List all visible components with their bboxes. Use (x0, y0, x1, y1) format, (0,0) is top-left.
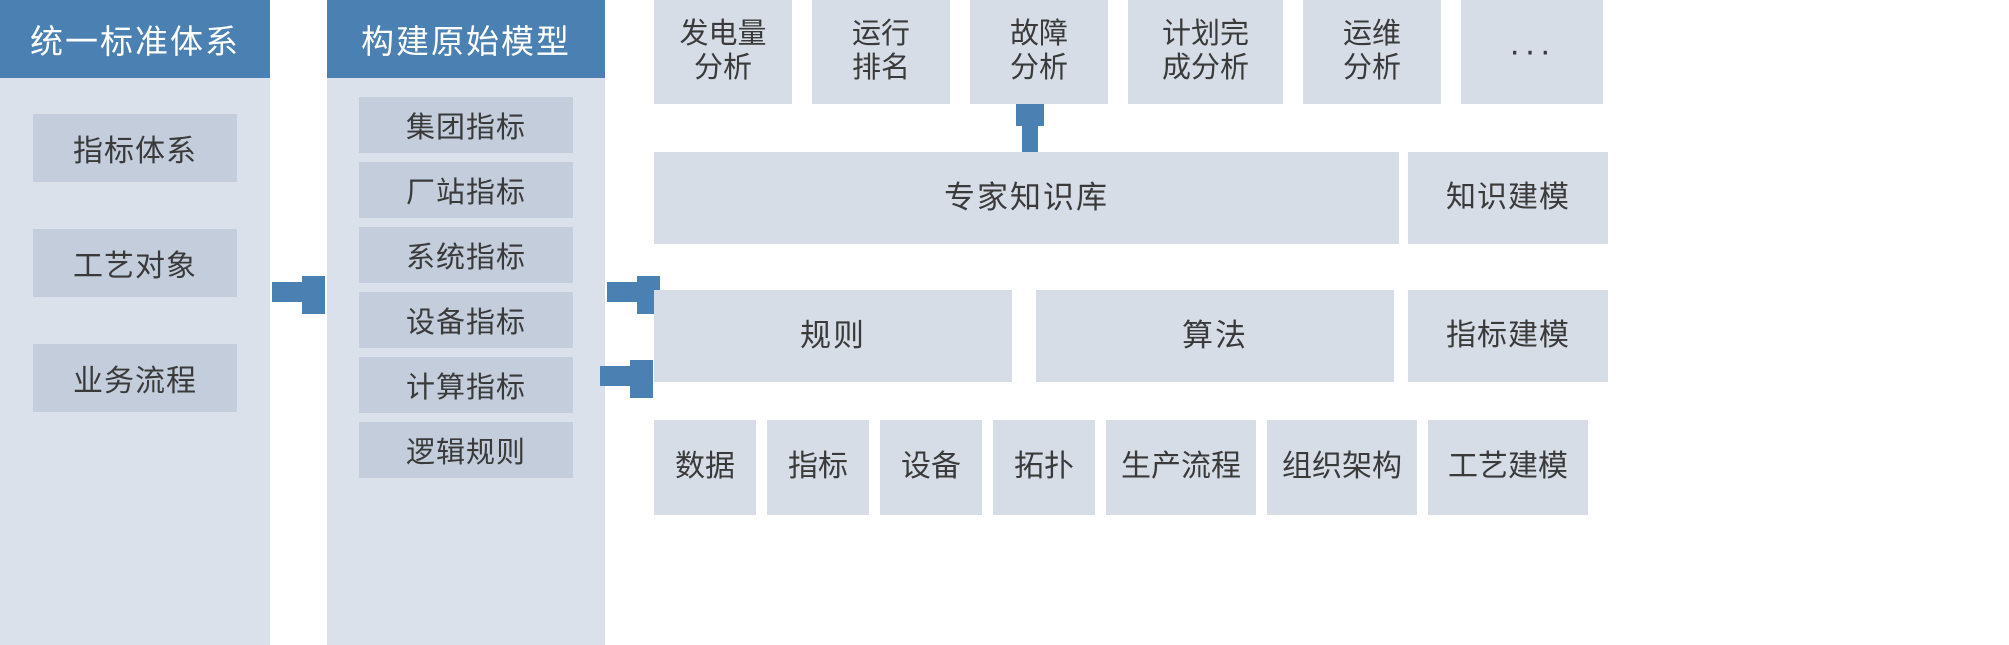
panel-unified-standard-header: 统一标准体系 (0, 0, 270, 78)
panel-original-model-body: 集团指标 厂站指标 系统指标 设备指标 计算指标 逻辑规则 (327, 78, 605, 645)
standard-item-business-process[interactable]: 业务流程 (33, 344, 237, 412)
knowledge-row: 专家知识库 知识建模 (654, 152, 2009, 244)
arrow-shaft (607, 282, 643, 302)
arrow-shaft (600, 366, 636, 386)
connector-standard-to-model (272, 276, 325, 314)
analysis-tile-operation-ranking[interactable]: 运行 排名 (812, 0, 950, 104)
arrow-head (1016, 104, 1044, 126)
foundation-tile-process-modeling[interactable]: 工艺建模 (1428, 420, 1588, 515)
connector-model-to-knowledge (607, 276, 660, 314)
analysis-tile-more[interactable]: ··· (1461, 0, 1603, 104)
analysis-row: 发电量 分析 运行 排名 故障 分析 计划完 成分析 运维 分析 ··· (654, 0, 2009, 104)
model-item-group-indicator[interactable]: 集团指标 (359, 97, 573, 153)
model-item-calculated-indicator[interactable]: 计算指标 (359, 357, 573, 413)
model-item-logic-rule[interactable]: 逻辑规则 (359, 422, 573, 478)
model-item-equipment-indicator[interactable]: 设备指标 (359, 292, 573, 348)
panel-original-model: 构建原始模型 集团指标 厂站指标 系统指标 设备指标 计算指标 逻辑规则 (327, 0, 605, 645)
arrow-shaft (1022, 122, 1038, 152)
standard-item-process-object[interactable]: 工艺对象 (33, 229, 237, 297)
foundation-tile-production-process[interactable]: 生产流程 (1106, 420, 1256, 515)
rule-tile-indicator-modeling[interactable]: 指标建模 (1408, 290, 1608, 382)
knowledge-tile-expert-knowledge-base[interactable]: 专家知识库 (654, 152, 1399, 244)
panel-unified-standard-body: 指标体系 工艺对象 业务流程 (0, 78, 270, 645)
foundation-tile-organization-structure[interactable]: 组织架构 (1267, 420, 1417, 515)
foundation-tile-equipment[interactable]: 设备 (880, 420, 982, 515)
arrow-head (302, 276, 325, 314)
arrow-head (630, 360, 653, 398)
connector-model-to-rules (600, 360, 653, 398)
analysis-tile-power-generation[interactable]: 发电量 分析 (654, 0, 792, 104)
foundation-tile-data[interactable]: 数据 (654, 420, 756, 515)
model-item-system-indicator[interactable]: 系统指标 (359, 227, 573, 283)
rule-tile-algorithm[interactable]: 算法 (1036, 290, 1394, 382)
rule-row: 规则 算法 指标建模 (654, 290, 2009, 382)
foundation-tile-indicator[interactable]: 指标 (767, 420, 869, 515)
panel-original-model-header: 构建原始模型 (327, 0, 605, 78)
rule-tile-rules[interactable]: 规则 (654, 290, 1012, 382)
panel-unified-standard: 统一标准体系 指标体系 工艺对象 业务流程 (0, 0, 270, 645)
analysis-tile-maintenance[interactable]: 运维 分析 (1303, 0, 1441, 104)
model-item-plant-indicator[interactable]: 厂站指标 (359, 162, 573, 218)
analysis-tile-plan-completion[interactable]: 计划完 成分析 (1128, 0, 1283, 104)
foundation-tile-topology[interactable]: 拓扑 (993, 420, 1095, 515)
connector-fault-to-knowledge (1010, 104, 1050, 152)
foundation-row: 数据 指标 设备 拓扑 生产流程 组织架构 工艺建模 (654, 420, 2009, 515)
knowledge-tile-knowledge-modeling[interactable]: 知识建模 (1408, 152, 1608, 244)
analysis-tile-fault-analysis[interactable]: 故障 分析 (970, 0, 1108, 104)
arrow-shaft (272, 282, 308, 302)
standard-item-indicator-system[interactable]: 指标体系 (33, 114, 237, 182)
